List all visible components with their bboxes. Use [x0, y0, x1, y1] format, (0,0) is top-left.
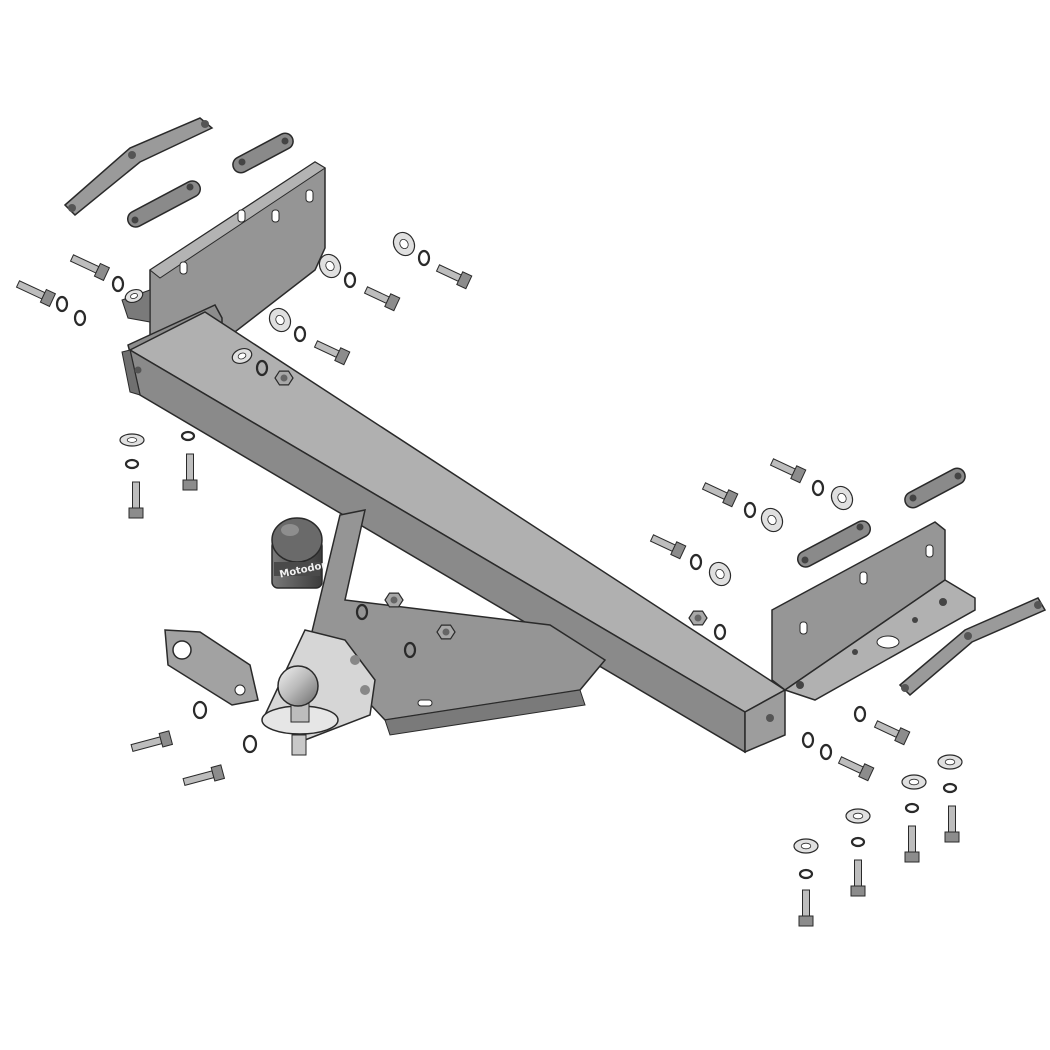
lock-washer [811, 479, 825, 497]
bolt [15, 280, 57, 308]
tow-ball [261, 665, 339, 756]
bolt [435, 264, 473, 290]
bolt [313, 340, 351, 366]
bolt [769, 458, 807, 484]
vertical-bolt [850, 859, 866, 897]
lock-washer [904, 802, 920, 814]
bolt [69, 254, 111, 282]
lock-washer [801, 731, 815, 749]
hitch-arm [309, 509, 607, 736]
lock-washer [689, 553, 703, 571]
vertical-bolt [128, 481, 144, 519]
bolt [130, 730, 174, 752]
lock-washer [942, 782, 958, 794]
ball-cover-cap: Motodor [271, 517, 327, 589]
lock-washer [403, 641, 417, 659]
lock-washer [417, 249, 431, 267]
lock-washer [111, 275, 125, 293]
socket-bracket [164, 629, 259, 706]
left-strap-short-top [232, 132, 294, 174]
bolt [363, 286, 401, 312]
right-curved-strap [898, 597, 1047, 697]
left-curved-strap [63, 117, 214, 217]
lock-washer [819, 743, 833, 761]
lock-washer [850, 836, 866, 848]
lock-washer [242, 734, 258, 754]
lock-washer [192, 700, 208, 720]
bolt [649, 534, 687, 560]
lock-washer [798, 868, 814, 880]
bolt [182, 764, 226, 786]
hardware-group [15, 231, 963, 927]
vertical-bolt [904, 825, 920, 863]
lock-washer [255, 359, 269, 377]
right-strap-short-bottom [796, 520, 872, 568]
right-mounting-bracket [771, 521, 976, 701]
vertical-bolt [944, 805, 960, 843]
lock-washer [180, 430, 196, 442]
bolt [701, 482, 739, 508]
vertical-bolt [798, 889, 814, 927]
lock-washer [355, 603, 369, 621]
lock-washer [343, 271, 357, 289]
right-strap-short-top [904, 467, 966, 509]
lock-washer [73, 309, 87, 327]
lock-washer [293, 325, 307, 343]
lock-washer [743, 501, 757, 519]
bolt [837, 756, 875, 782]
lock-washer [55, 295, 69, 313]
lock-washer [713, 623, 727, 641]
bolt [873, 720, 911, 746]
left-mounting-bracket [121, 161, 326, 347]
lock-washer [124, 458, 140, 470]
vertical-bolt [182, 453, 198, 491]
left-strap-short-bottom [126, 180, 202, 228]
lock-washer [853, 705, 867, 723]
